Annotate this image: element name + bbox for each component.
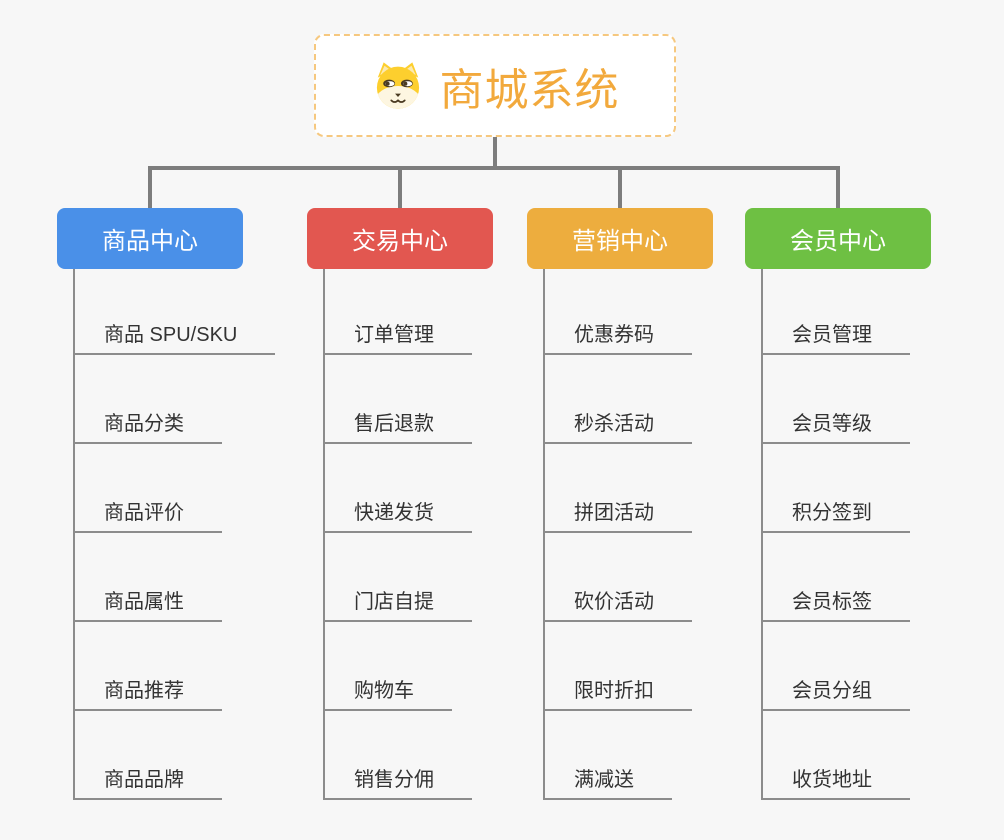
sub-topic-label[interactable]: 砍价活动 (545, 585, 692, 622)
sub-topic-node[interactable]: 拼团活动 (545, 444, 713, 533)
sub-topic-label[interactable]: 会员等级 (763, 407, 910, 444)
sub-topic-node[interactable]: 门店自提 (325, 533, 493, 622)
sub-topic-label[interactable]: 销售分佣 (325, 763, 472, 800)
sub-topic-node[interactable]: 购物车 (325, 622, 493, 711)
sub-topic-node[interactable]: 优惠券码 (545, 269, 713, 355)
sub-topic-label[interactable]: 商品推荐 (75, 674, 222, 711)
sub-topic-label[interactable]: 收货地址 (763, 763, 910, 800)
branch-header-product-center[interactable]: 商品中心 (57, 208, 243, 269)
branch-children-member-center: 会员管理 会员等级 积分签到 会员标签 会员分组 收货地址 (761, 269, 931, 800)
sub-topic-node[interactable]: 销售分佣 (325, 711, 493, 800)
connector-drop-product (148, 166, 152, 208)
sub-topic-label[interactable]: 商品属性 (75, 585, 222, 622)
sub-topic-node[interactable]: 收货地址 (763, 711, 931, 800)
sub-topic-node[interactable]: 售后退款 (325, 355, 493, 444)
branch-product-center: 商品中心 商品 SPU/SKU 商品分类 商品评价 商品属性 商品推荐 商品品牌 (57, 208, 276, 800)
sub-topic-label[interactable]: 优惠券码 (545, 318, 692, 355)
sub-topic-label[interactable]: 购物车 (325, 674, 452, 711)
connector-drop-trade (398, 166, 402, 208)
sub-topic-node[interactable]: 满减送 (545, 711, 713, 800)
sub-topic-node[interactable]: 商品推荐 (75, 622, 243, 711)
sub-topic-label[interactable]: 会员标签 (763, 585, 910, 622)
sub-topic-label[interactable]: 售后退款 (325, 407, 472, 444)
sub-topic-node[interactable]: 快递发货 (325, 444, 493, 533)
sub-topic-node[interactable]: 会员等级 (763, 355, 931, 444)
branch-header-trade-center[interactable]: 交易中心 (307, 208, 493, 269)
branch-trade-center: 交易中心 订单管理 售后退款 快递发货 门店自提 购物车 销售分佣 (307, 208, 493, 800)
branch-marketing-center: 营销中心 优惠券码 秒杀活动 拼团活动 砍价活动 限时折扣 满减送 (527, 208, 713, 800)
sub-topic-node[interactable]: 商品 SPU/SKU (75, 269, 276, 355)
shiba-dog-icon (371, 59, 425, 113)
sub-topic-label[interactable]: 会员分组 (763, 674, 910, 711)
sub-topic-label[interactable]: 快递发货 (325, 496, 472, 533)
connector-root-stub (493, 137, 497, 170)
connector-drop-marketing (618, 166, 622, 208)
sub-topic-label[interactable]: 积分签到 (763, 496, 910, 533)
branch-header-marketing-center[interactable]: 营销中心 (527, 208, 713, 269)
sub-topic-node[interactable]: 商品属性 (75, 533, 243, 622)
root-title: 商城系统 (439, 65, 620, 115)
root-node[interactable]: 商城系统 (314, 34, 676, 137)
sub-topic-label[interactable]: 会员管理 (763, 318, 910, 355)
connector-drop-member (836, 166, 840, 208)
branch-children-marketing-center: 优惠券码 秒杀活动 拼团活动 砍价活动 限时折扣 满减送 (543, 269, 713, 800)
sub-topic-label[interactable]: 商品品牌 (75, 763, 222, 800)
branch-children-product-center: 商品 SPU/SKU 商品分类 商品评价 商品属性 商品推荐 商品品牌 (73, 269, 276, 800)
branch-children-trade-center: 订单管理 售后退款 快递发货 门店自提 购物车 销售分佣 (323, 269, 493, 800)
sub-topic-label[interactable]: 限时折扣 (545, 674, 692, 711)
sub-topic-node[interactable]: 商品品牌 (75, 711, 243, 800)
branch-member-center: 会员中心 会员管理 会员等级 积分签到 会员标签 会员分组 收货地址 (745, 208, 931, 800)
sub-topic-node[interactable]: 商品分类 (75, 355, 243, 444)
branch-header-member-center[interactable]: 会员中心 (745, 208, 931, 269)
sub-topic-label[interactable]: 满减送 (545, 763, 672, 800)
sub-topic-node[interactable]: 订单管理 (325, 269, 493, 355)
sub-topic-label[interactable]: 商品 SPU/SKU (75, 318, 276, 355)
sub-topic-node[interactable]: 商品评价 (75, 444, 243, 533)
connector-bus (148, 166, 840, 170)
sub-topic-node[interactable]: 秒杀活动 (545, 355, 713, 444)
sub-topic-label[interactable]: 拼团活动 (545, 496, 692, 533)
sub-topic-label[interactable]: 门店自提 (325, 585, 472, 622)
sub-topic-label[interactable]: 秒杀活动 (545, 407, 692, 444)
sub-topic-node[interactable]: 砍价活动 (545, 533, 713, 622)
sub-topic-node[interactable]: 限时折扣 (545, 622, 713, 711)
sub-topic-node[interactable]: 积分签到 (763, 444, 931, 533)
sub-topic-label[interactable]: 商品评价 (75, 496, 222, 533)
sub-topic-label[interactable]: 订单管理 (325, 318, 472, 355)
sub-topic-node[interactable]: 会员管理 (763, 269, 931, 355)
sub-topic-node[interactable]: 会员标签 (763, 533, 931, 622)
sub-topic-label[interactable]: 商品分类 (75, 407, 222, 444)
sub-topic-node[interactable]: 会员分组 (763, 622, 931, 711)
